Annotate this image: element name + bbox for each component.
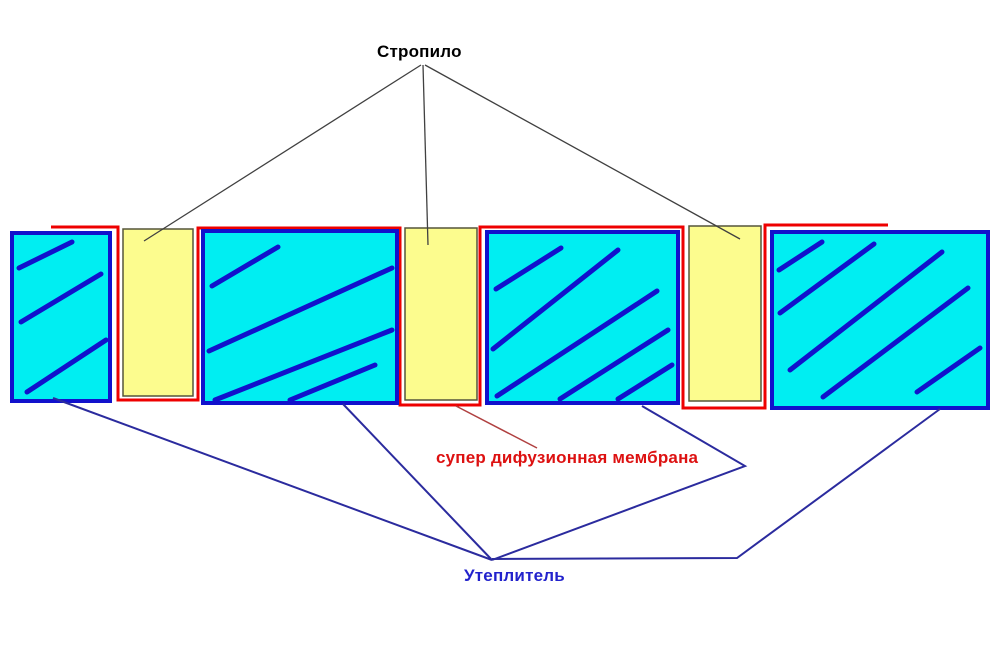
membrane-label: супер дифузионная мембрана — [436, 448, 699, 467]
membrane-pointer-line — [455, 405, 538, 449]
insulation-pointer-lines — [52, 397, 941, 561]
rafter-beam-3 — [688, 225, 762, 402]
insulation-rect-3 — [485, 230, 680, 405]
insulation-rect-2 — [201, 229, 399, 405]
hatch-lines-4 — [776, 239, 983, 400]
rafter-pointer-lines — [143, 64, 741, 246]
insulation-panel-3 — [485, 230, 680, 405]
rafter-beam-2 — [404, 227, 478, 401]
rafter-label: Стропило — [377, 42, 462, 61]
hatch-lines-2 — [206, 244, 395, 403]
insulation-panel-2 — [201, 229, 399, 405]
insulation-panel-1 — [10, 231, 112, 403]
insulation-panel-4 — [770, 230, 990, 410]
insulation-rect-4 — [770, 230, 990, 410]
hatch-lines-1 — [16, 239, 109, 395]
hatch-lines-3 — [490, 245, 675, 402]
rafter-beam-1 — [122, 228, 194, 397]
membrane-line — [51, 223, 888, 410]
insulation-label: Утеплитель — [464, 566, 565, 585]
